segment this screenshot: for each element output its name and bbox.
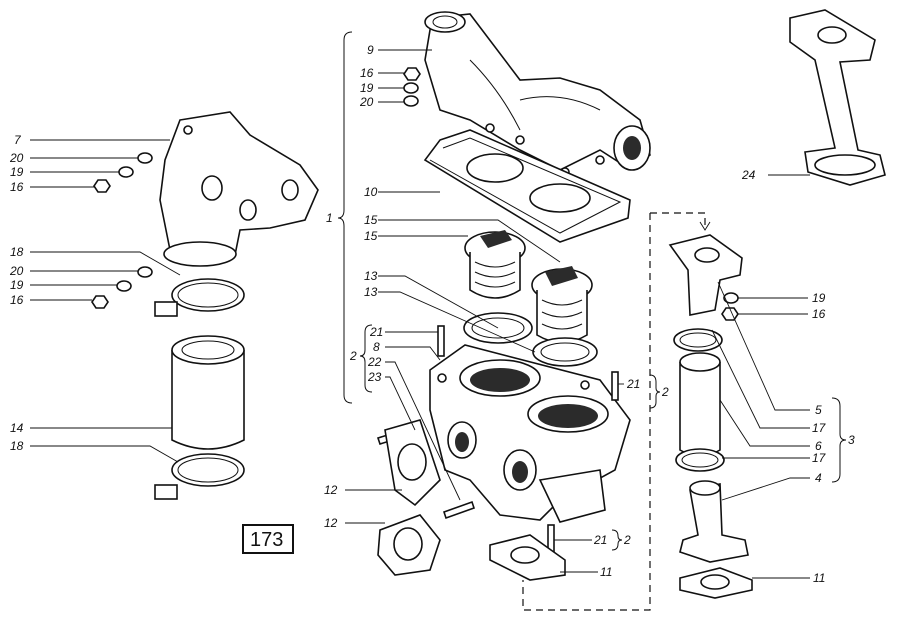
- label-21-c: 21: [593, 533, 607, 547]
- leader-lines: [30, 49, 810, 579]
- pipe-5: [668, 234, 743, 316]
- brace-1: [337, 31, 353, 404]
- label-19-mid: 19: [10, 278, 24, 292]
- label-2-c: 2: [623, 533, 631, 547]
- label-2-a: 2: [349, 349, 357, 363]
- label-4: 4: [815, 471, 822, 485]
- label-11-right: 11: [813, 571, 825, 585]
- outlet-gasket: [423, 129, 631, 243]
- label-15-b: 15: [364, 229, 378, 243]
- left-elbow-pipe: [159, 111, 319, 267]
- label-7: 7: [14, 133, 22, 147]
- gasket-11-center: [489, 534, 566, 581]
- rubber-hose: [171, 335, 245, 450]
- label-6: 6: [815, 439, 822, 453]
- clamp-17-lower: [675, 448, 725, 472]
- label-16-left: 16: [10, 180, 24, 194]
- label-9: 9: [367, 43, 374, 57]
- label-20-left: 20: [9, 151, 24, 165]
- flange-gasket-lower: [377, 514, 441, 576]
- pipe-24: [789, 9, 886, 186]
- label-20-mid: 20: [9, 264, 24, 278]
- label-1: 1: [326, 211, 333, 225]
- hose-clamp-lower: [154, 453, 245, 500]
- water-outlet-pipe: [424, 11, 651, 177]
- label-2-b: 2: [661, 385, 669, 399]
- label-16-right: 16: [812, 307, 826, 321]
- figure-number-badge: 173: [242, 524, 294, 554]
- brace-2-bottom: [611, 529, 623, 551]
- label-19-left: 19: [10, 165, 24, 179]
- label-24: 24: [741, 168, 756, 182]
- label-12-a: 12: [324, 483, 338, 497]
- label-21-b: 21: [626, 377, 640, 391]
- label-8: 8: [373, 340, 380, 354]
- assembly-path: [522, 212, 706, 611]
- seal-ring-right: [532, 337, 598, 367]
- label-14: 14: [10, 421, 24, 435]
- brace-2-right: [649, 374, 661, 409]
- label-16-top: 16: [360, 66, 374, 80]
- figure-number: 173: [250, 529, 283, 551]
- label-17-a: 17: [812, 421, 827, 435]
- hose-6: [679, 352, 721, 457]
- label-13-b: 13: [364, 285, 378, 299]
- label-20-top: 20: [359, 95, 374, 109]
- thermostat-left: [464, 230, 526, 299]
- brace-2-left: [359, 324, 373, 393]
- label-18-top: 18: [10, 245, 24, 259]
- label-10: 10: [364, 185, 378, 199]
- assembly-arrow: [699, 221, 711, 231]
- thermostat-right: [531, 266, 593, 344]
- label-18-bottom: 18: [10, 439, 24, 453]
- label-3: 3: [848, 433, 855, 447]
- brace-3: [831, 397, 847, 483]
- label-19-right: 19: [812, 291, 826, 305]
- label-17-b: 17: [812, 451, 827, 465]
- label-23: 23: [367, 370, 382, 384]
- clamp-17-upper: [673, 328, 723, 352]
- label-15-a: 15: [364, 213, 378, 227]
- label-16-mid: 16: [10, 293, 24, 307]
- flange-gasket-upper: [384, 419, 441, 507]
- hose-clamp-upper: [154, 278, 245, 317]
- washers-nuts-left: [91, 67, 421, 309]
- gasket-11-right: [679, 567, 753, 599]
- label-22: 22: [367, 355, 382, 369]
- pipe-4: [679, 480, 749, 563]
- thermostat-housing: [429, 344, 631, 523]
- label-21-a: 21: [369, 325, 383, 339]
- label-11-center: 11: [600, 565, 612, 579]
- label-12-b: 12: [324, 516, 338, 530]
- label-19-top: 19: [360, 81, 374, 95]
- label-5: 5: [815, 403, 822, 417]
- label-13-a: 13: [364, 269, 378, 283]
